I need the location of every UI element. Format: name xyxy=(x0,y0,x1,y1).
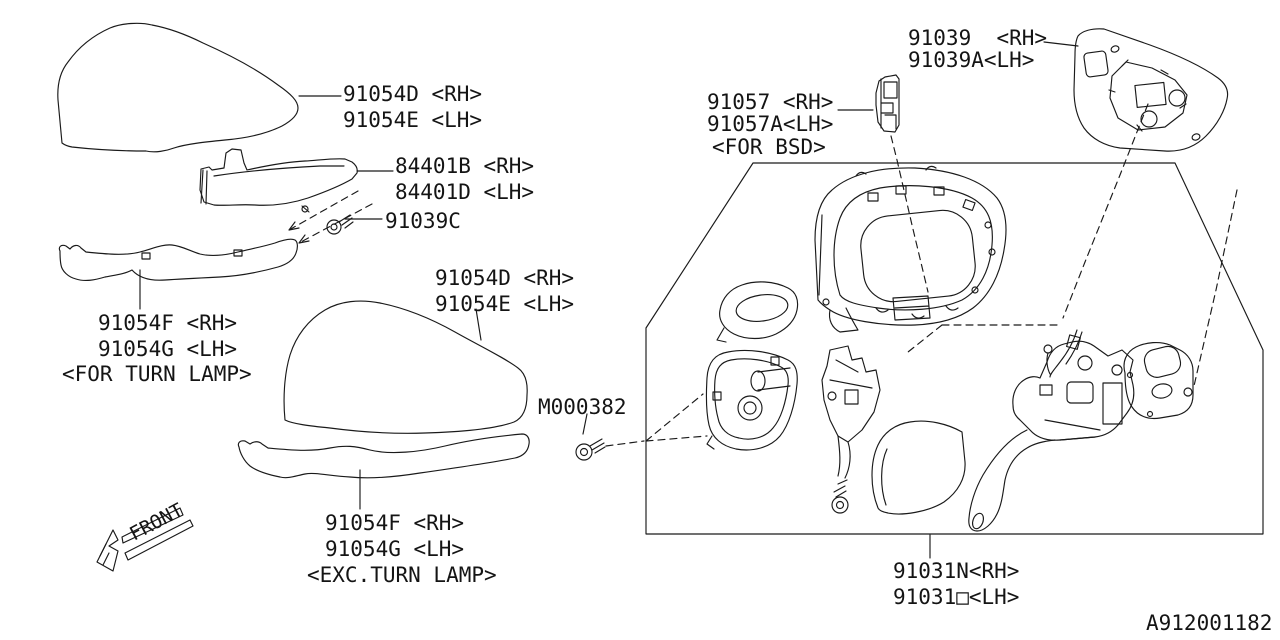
part-drawing-lower-cover-exc xyxy=(237,433,530,479)
part-drawing-bsd-cover xyxy=(875,74,929,293)
label-screw-m000382[interactable]: M000382 xyxy=(538,395,627,419)
part-drawing-actuator xyxy=(1012,329,1135,441)
label-cover-upper-1-lh[interactable]: 91054E <LH> xyxy=(343,108,483,132)
label-cover-lower-turn-lh[interactable]: 91054G <LH> xyxy=(98,337,238,361)
label-glass-lh[interactable]: 91039A<LH> xyxy=(908,48,1035,72)
screw-m000382-dashed-line xyxy=(605,393,708,447)
label-cover-lower-exc-rh[interactable]: 91054F <RH> xyxy=(325,511,465,535)
part-drawing-gasket xyxy=(705,349,798,451)
part-drawing-motor-bracket xyxy=(1123,341,1194,420)
glass-plane-dashed-lines xyxy=(907,189,1238,387)
label-cover-upper-2-rh[interactable]: 91054D <RH> xyxy=(435,266,575,290)
part-drawing-inner-cover-piece xyxy=(716,281,799,343)
label-screw-91039c[interactable]: 91039C xyxy=(385,209,461,233)
assembly-box-outline xyxy=(645,162,1264,535)
label-cover-lower-exc-lh[interactable]: 91054G <LH> xyxy=(325,537,465,561)
part-drawing-mirror-arm xyxy=(968,429,1056,532)
label-cover-lower-turn-note: <FOR TURN LAMP> xyxy=(62,362,252,386)
label-turn-lamp-lh[interactable]: 84401D <LH> xyxy=(395,180,535,204)
label-bsd-lh[interactable]: 91057A<LH> xyxy=(707,112,834,136)
label-glass-rh[interactable]: 91039 <RH> xyxy=(908,26,1048,50)
label-cover-upper-2-lh[interactable]: 91054E <LH> xyxy=(435,292,575,316)
label-cover-lower-turn-rh[interactable]: 91054F <RH> xyxy=(98,311,238,335)
part-drawing-mirror-cap-upper xyxy=(57,22,299,153)
label-bsd-rh[interactable]: 91057 <RH> xyxy=(707,90,834,114)
part-drawing-lower-cover-turn xyxy=(58,238,298,282)
screw-m000382-icon xyxy=(575,438,606,461)
screw-91039c-icon xyxy=(326,214,354,235)
label-cover-upper-1-rh[interactable]: 91054D <RH> xyxy=(343,82,483,106)
diagram-id: A912001182 xyxy=(1146,611,1273,635)
part-drawing-cover-shell xyxy=(871,420,966,515)
label-bsd-note: <FOR BSD> xyxy=(712,135,826,159)
label-assembly-rh[interactable]: 91031N<RH> xyxy=(893,559,1020,583)
label-cover-lower-exc-note: <EXC.TURN LAMP> xyxy=(307,563,497,587)
label-assembly-lh[interactable]: 91031□<LH> xyxy=(893,585,1020,609)
part-drawing-turn-lamp xyxy=(199,148,358,213)
label-turn-lamp-rh[interactable]: 84401B <RH> xyxy=(395,154,535,178)
screw-direction-arrows xyxy=(288,190,373,244)
part-drawing-mirror-glass xyxy=(1062,28,1229,319)
leader-lines xyxy=(139,41,1079,559)
part-drawing-center-bracket xyxy=(821,345,881,514)
front-direction-arrow xyxy=(96,507,194,572)
part-drawing-mirror-cap-lower xyxy=(283,300,528,434)
part-drawing-mirror-housing xyxy=(814,165,1007,333)
